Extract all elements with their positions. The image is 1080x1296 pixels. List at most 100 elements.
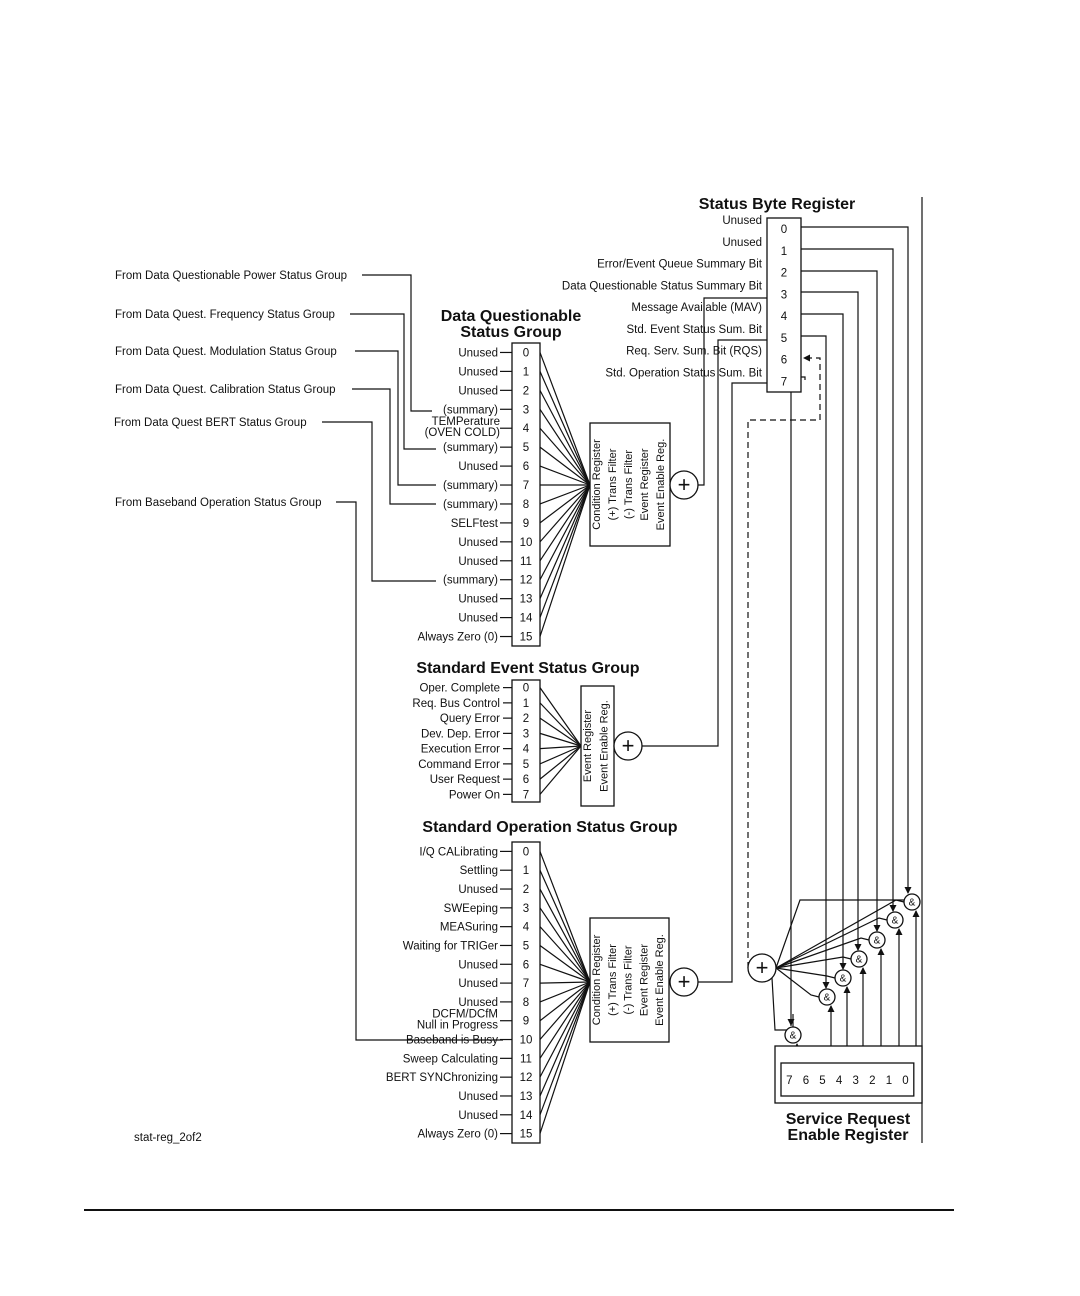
so-summary-wire	[698, 382, 767, 983]
srer-bit-number: 2	[869, 1075, 875, 1087]
status-byte-bit-number: 3	[781, 289, 787, 301]
arrow-sb-to-and-5	[822, 982, 830, 989]
se-bit-number: 1	[523, 698, 529, 710]
sb-to-and-5	[801, 335, 827, 988]
status-byte-bit-number: 1	[781, 246, 787, 258]
so-bit-label: Always Zero (0)	[417, 1129, 498, 1141]
so-bit-number: 1	[523, 865, 529, 877]
dq-bit-label: SELFtest	[451, 518, 499, 530]
dq-bit-label: TEMPerature	[432, 416, 500, 428]
source-label-0: From Data Questionable Power Status Grou…	[115, 270, 347, 282]
arrow-sb-to-and-4	[839, 963, 847, 970]
source-wire-modulation	[355, 350, 436, 486]
so-fan-line	[539, 981, 591, 1134]
srer-bit-box	[780, 1062, 915, 1097]
srer-bit-number: 3	[852, 1075, 858, 1087]
and-to-or-4	[775, 967, 836, 979]
se-summary-wire	[642, 339, 767, 747]
dq-fan-line	[539, 484, 591, 543]
dq-register-label: Event Register	[639, 448, 651, 520]
so-fan-line	[539, 907, 591, 983]
source-wire-bert	[322, 421, 436, 582]
se-bit-label: Execution Error	[421, 744, 500, 756]
and-to-or-2	[775, 937, 870, 969]
dq-title-line2: Status Group	[460, 324, 562, 341]
status-byte-register-title: Status Byte Register	[699, 196, 856, 213]
se-bit-number: 3	[523, 728, 529, 740]
and-gate-3	[850, 950, 868, 968]
dq-bit-number: 1	[523, 366, 529, 378]
so-fan-line	[539, 981, 591, 984]
arrow-srer-to-and-3	[859, 967, 867, 974]
so-bit-number: 9	[523, 1016, 529, 1028]
connection-wires	[84, 197, 954, 1211]
and-gate-1-symbol: &	[892, 916, 899, 927]
so-bit-number: 15	[520, 1129, 533, 1141]
so-fan-line	[539, 981, 591, 1003]
dq-summary-wire	[698, 297, 767, 486]
dq-register-label: Event Enable Reg.	[655, 439, 667, 531]
dq-bit-number: 4	[523, 423, 530, 435]
dq-bit-label: (summary)	[443, 404, 498, 416]
and-gate-0	[903, 893, 921, 911]
status-byte-bit-label: Message Available (MAV)	[631, 302, 762, 314]
source-label-5: From Baseband Operation Status Group	[115, 497, 321, 509]
so-bit-label: Unused	[458, 959, 498, 971]
so-bit-number: 7	[523, 978, 529, 990]
and-gate-4-symbol: &	[840, 974, 847, 985]
and-gate-2-symbol: &	[874, 936, 881, 947]
dq-bit-number: 10	[520, 537, 533, 549]
dq-bit-label: Unused	[458, 556, 498, 568]
dq-fan-line	[539, 465, 591, 486]
dq-bit-label: Unused	[458, 537, 498, 549]
register-boxes	[511, 217, 923, 1144]
so-fan-line	[539, 981, 591, 1059]
so-bit-number: 4	[523, 922, 530, 934]
so-fan-line	[539, 869, 591, 983]
so-bit-number: 3	[523, 903, 529, 915]
status-byte-bit-label: Std. Operation Status Sum. Bit	[605, 367, 762, 379]
status-byte-bit-number: 4	[781, 311, 788, 323]
and-gate-3-symbol: &	[856, 955, 863, 966]
so-bit-number: 6	[523, 959, 529, 971]
status-byte-register-box	[766, 217, 802, 393]
dq-bit-number: 5	[523, 442, 529, 454]
so-bit-label: Unused	[458, 884, 498, 896]
dq-bit-label: Unused	[458, 347, 498, 359]
dq-bit-label: Unused	[458, 461, 498, 473]
srer-title-line1: Service Request	[786, 1111, 911, 1128]
se-bit-label: Power On	[449, 789, 500, 801]
arrow-sb-to-and-0	[904, 887, 912, 894]
and-to-or-3	[775, 956, 852, 969]
se-fan-line	[539, 732, 582, 747]
so-bit-number: 5	[523, 940, 529, 952]
arrow-srer-to-and-0	[912, 910, 920, 917]
sb-to-and-4	[801, 313, 844, 969]
arrow-rqs-feedback	[803, 354, 810, 362]
srer-title-line2: Enable Register	[788, 1127, 909, 1144]
se-bit-number: 6	[523, 774, 529, 786]
se-bit-label: Oper. Complete	[419, 683, 500, 695]
sb-bit7-stub	[801, 376, 806, 380]
diagram-labels: Status Byte Register0Unused1Unused2Error…	[114, 196, 916, 1144]
dq-or-gate-symbol: +	[678, 472, 691, 497]
se-fan-line	[539, 702, 582, 747]
se-fan-line	[539, 745, 582, 780]
so-register-label: Event Register	[638, 944, 650, 1016]
so-bit-label: Unused	[458, 1110, 498, 1122]
arrow-sb-to-and-1	[889, 905, 897, 912]
se-bit-label: Dev. Dep. Error	[421, 728, 500, 740]
and-gate-4	[834, 969, 852, 987]
dq-bit-number: 2	[523, 385, 529, 397]
so-fan-line	[539, 944, 591, 983]
se-title: Standard Event Status Group	[416, 660, 639, 677]
dq-bit-label: Unused	[458, 366, 498, 378]
so-register-stack	[589, 917, 670, 1043]
dq-bit-number: 7	[523, 480, 529, 492]
so-bit-label: Unused	[458, 978, 498, 990]
srer-bit-number: 5	[819, 1075, 825, 1087]
and-gate-0-symbol: &	[909, 898, 916, 909]
status-byte-bit-label: Data Questionable Status Summary Bit	[562, 280, 763, 292]
so-bit-label: Waiting for TRIGer	[403, 940, 498, 952]
se-bit-label: Query Error	[440, 713, 500, 725]
